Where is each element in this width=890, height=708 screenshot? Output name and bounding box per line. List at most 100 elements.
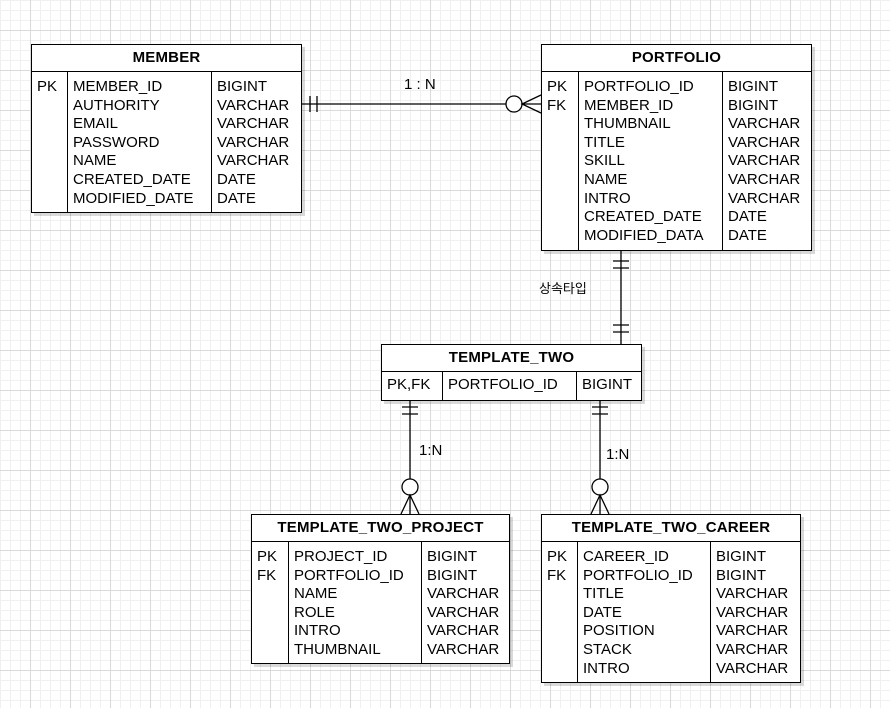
member-field-cell: MODIFIED_DATE [73,189,194,207]
entity-template-two[interactable]: TEMPLATE_TWO PK,FK PORTFOLIO_ID BIGINT [381,344,642,401]
portfolio-type-cell: VARCHAR [728,133,801,151]
member-type-cell: VARCHAR [217,152,290,170]
portfolio-type-cell: VARCHAR [728,115,801,133]
template-two-type-cell: BIGINT [582,376,633,393]
member-one-mandatory-marker [309,96,318,112]
portfolio-field-cell: MEMBER_ID [584,96,674,114]
career-type-cell: VARCHAR [716,585,789,603]
portfolio-key-cell [547,190,573,209]
career-crowfoot-marker [590,493,610,515]
project-type-cell: VARCHAR [427,603,500,621]
project-type-cell: VARCHAR [427,585,500,603]
portfolio-field-cell: THUMBNAIL [584,115,671,133]
project-key-cell: FK [257,566,277,584]
career-field-cell: PORTFOLIO_ID [583,566,693,584]
project-key-cell [257,604,283,623]
template-two-field-column: PORTFOLIO_ID [442,372,576,401]
member-type-cell: DATE [217,170,256,188]
entity-member-title: MEMBER [32,45,301,72]
entity-portfolio-title: PORTFOLIO [542,45,811,72]
career-field-cell: INTRO [583,659,630,677]
member-key-cell [37,171,62,190]
portfolio-zero-or-many-circle [505,95,523,113]
member-key-cell [37,134,62,153]
career-key-cell [547,585,572,604]
career-type-cell: BIGINT [716,566,767,584]
project-field-cell: PROJECT_ID [294,548,388,565]
portfolio-field-cell: NAME [584,170,628,188]
career-type-cell: VARCHAR [716,640,789,658]
entity-template-two-project-title: TEMPLATE_TWO_PROJECT [252,515,509,542]
portfolio-field-cell: CREATED_DATE [584,208,702,226]
template-two-field-cell: PORTFOLIO_ID [448,376,558,393]
career-type-cell: VARCHAR [716,603,789,621]
member-field-cell: MEMBER_ID [73,78,163,95]
portfolio-field-cell: INTRO [584,189,631,207]
entity-template-two-title: TEMPLATE_TWO [382,345,641,372]
portfolio-key-cell [547,208,573,227]
portfolio-type-cell: BIGINT [728,78,779,95]
member-type-cell: BIGINT [217,78,268,95]
portfolio-field-cell: SKILL [584,152,625,170]
member-field-cell: CREATED_DATE [73,170,191,188]
project-type-cell: BIGINT [427,548,478,565]
project-field-cell: INTRO [294,622,341,640]
template-two-left-one-marker [402,406,418,415]
member-key-cell [37,97,62,116]
portfolio-field-cell: PORTFOLIO_ID [584,78,694,95]
career-key-cell [547,622,572,641]
portfolio-key-cell: PK [547,78,568,95]
project-type-cell: VARCHAR [427,622,500,640]
member-key-cell [37,152,62,171]
template-two-one-mandatory-marker [613,324,629,333]
career-type-cell: BIGINT [716,548,767,565]
member-key-column: PK [32,72,67,213]
entity-template-two-career-title: TEMPLATE_TWO_CAREER [542,515,800,542]
project-key-cell [257,641,283,660]
template-two-key-column: PK,FK [382,372,442,401]
member-field-cell: AUTHORITY [73,96,160,114]
member-portfolio-cardinality-label: 1 : N [404,76,436,93]
career-type-cell: VARCHAR [716,659,789,677]
career-key-cell [547,604,572,623]
career-field-cell: TITLE [583,585,624,603]
portfolio-type-cell: DATE [728,226,767,244]
member-key-cell [37,115,62,134]
project-field-cell: PORTFOLIO_ID [294,566,404,584]
member-field-cell: PASSWORD [73,133,160,151]
portfolio-type-cell: BIGINT [728,96,779,114]
member-field-cell: EMAIL [73,115,119,133]
project-key-cell [257,622,283,641]
project-key-cell [257,585,283,604]
career-zero-or-many-circle [591,478,609,496]
portfolio-one-mandatory-marker [613,260,629,269]
member-type-cell: DATE [217,189,256,207]
portfolio-type-cell: VARCHAR [728,170,801,188]
project-type-cell: VARCHAR [427,640,500,658]
template-two-key-cell: PK,FK [387,376,431,393]
template-two-right-one-marker [592,406,608,415]
portfolio-crowfoot-marker [520,94,542,114]
member-type-cell: VARCHAR [217,96,290,114]
career-key-cell [547,641,572,660]
portfolio-key-cell [547,115,573,134]
portfolio-key-cell [547,152,573,171]
career-field-cell: STACK [583,640,632,658]
portfolio-field-cell: TITLE [584,133,625,151]
project-zero-or-many-circle [401,478,419,496]
portfolio-field-cell: MODIFIED_DATA [584,226,704,244]
